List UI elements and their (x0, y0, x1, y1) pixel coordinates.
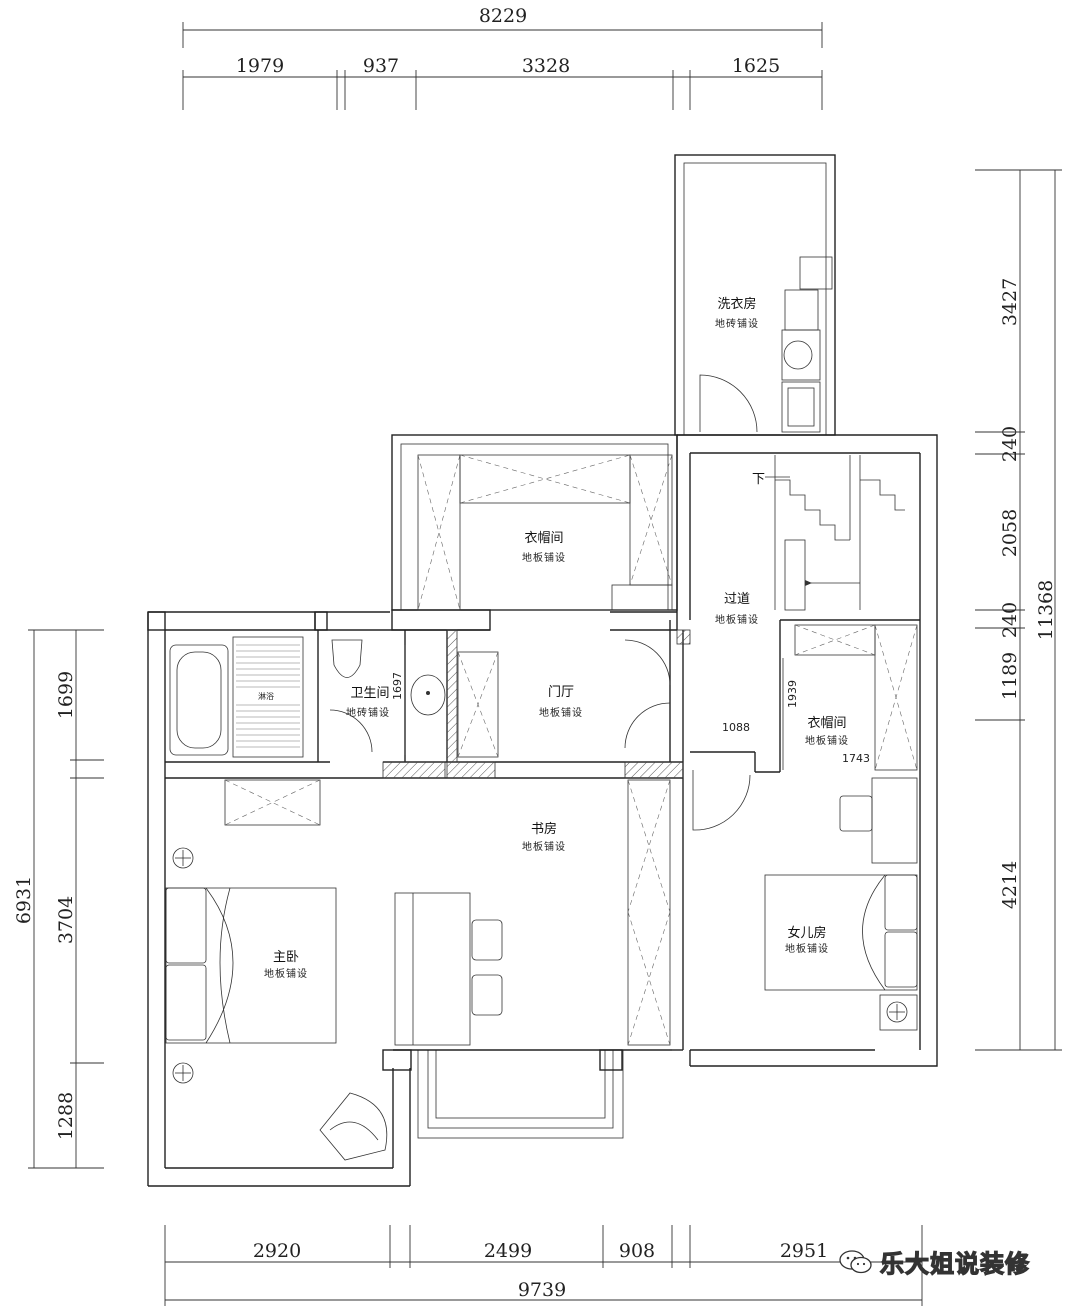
room-bathroom-floor: 地砖铺设 (346, 706, 390, 719)
room-study-floor: 地板铺设 (522, 840, 566, 853)
room-daughter-floor: 地板铺设 (785, 942, 829, 955)
room-corridor-floor: 地板铺设 (715, 613, 759, 626)
room-foyer-name: 门厅 (548, 685, 574, 700)
room-bathroom: 卫生间 地砖铺设 (346, 686, 390, 719)
dim-inner-1743: 1743 (842, 752, 870, 765)
dim-bottom-2: 2499 (484, 1240, 532, 1262)
dim-right-2: 240 (999, 426, 1021, 462)
dim-top-4: 1625 (732, 55, 780, 77)
laundry-fixtures (699, 256, 833, 433)
room-foyer-floor: 地板铺设 (539, 706, 583, 719)
bottom-dimensions: 2920 2499 908 2951 9739 (164, 1225, 923, 1306)
study-furniture (224, 779, 671, 1046)
dim-top-1: 1979 (236, 55, 284, 77)
dim-left-2: 3704 (55, 896, 77, 944)
cloakroom-top-wardrobes (417, 454, 673, 611)
dim-left-total: 6931 (13, 876, 35, 924)
dim-right-5: 1189 (999, 652, 1021, 700)
room-cloakroom-right-floor: 地板铺设 (805, 734, 849, 747)
room-laundry: 洗衣房 地砖铺设 (715, 296, 759, 330)
master-bed (165, 847, 388, 1161)
room-laundry-name: 洗衣房 (717, 296, 756, 312)
wechat-icon (839, 1249, 872, 1273)
brick-wall-foyer (446, 761, 496, 779)
dim-right-4: 240 (999, 602, 1021, 638)
room-cloakroom-right-name: 衣帽间 (807, 715, 846, 731)
room-cloakroom-right: 衣帽间 地板铺设 (805, 715, 849, 747)
dim-bottom-3: 908 (619, 1240, 655, 1262)
room-corridor: 过道 地板铺设 (715, 592, 759, 626)
brick-wall-vertical (446, 629, 458, 763)
brick-wall-study (624, 761, 684, 779)
dim-inner-1697: 1697 (391, 672, 404, 700)
dim-inner-1088: 1088 (722, 721, 750, 734)
room-foyer: 门厅 地板铺设 (539, 685, 583, 719)
bathroom-fixtures: 淋浴 (169, 636, 446, 758)
dim-left-3: 1288 (55, 1092, 77, 1140)
room-cloakroom-top-name: 衣帽间 (524, 530, 563, 546)
right-dimensions: 3427 240 2058 240 1189 4214 11368 (975, 169, 1062, 1051)
left-dimensions: 1699 3704 1288 6931 (13, 629, 104, 1169)
room-master-name: 主卧 (273, 950, 299, 965)
room-cloakroom-top: 衣帽间 地板铺设 (522, 530, 566, 564)
dim-bottom-1: 2920 (253, 1240, 301, 1262)
staircase: 下 (752, 455, 905, 611)
dim-top-total: 8229 (479, 5, 527, 27)
watermark-text: 乐大姐说装修 (879, 1249, 1030, 1278)
room-master: 主卧 地板铺设 (264, 950, 308, 980)
dim-right-6: 4214 (999, 861, 1021, 909)
walls (147, 154, 938, 1187)
dim-right-1: 3427 (999, 278, 1021, 326)
watermark: 乐大姐说装修 (838, 1244, 1030, 1279)
brick-wall-corner (676, 629, 691, 645)
room-bathroom-name: 卫生间 (350, 686, 389, 701)
dim-left-1: 1699 (55, 671, 77, 719)
dim-right-3: 2058 (999, 509, 1021, 557)
foyer-wardrobe (457, 639, 671, 758)
stair-down-label: 下 (752, 472, 765, 487)
dim-top-2: 937 (363, 55, 399, 77)
room-daughter: 女儿房 地板铺设 (785, 925, 829, 955)
top-dimensions: 8229 1979 937 3328 1625 (182, 5, 823, 110)
dim-top-3: 3328 (522, 55, 570, 77)
room-laundry-floor: 地砖铺设 (715, 317, 759, 330)
room-daughter-name: 女儿房 (787, 925, 826, 941)
dim-right-total: 11368 (1035, 580, 1057, 640)
cloakroom-right-wardrobes (692, 624, 918, 831)
dim-bottom-4: 2951 (780, 1240, 828, 1262)
dim-bottom-total: 9739 (518, 1279, 566, 1301)
shower-label: 淋浴 (258, 691, 274, 701)
brick-wall-bath (382, 761, 446, 779)
room-corridor-name: 过道 (724, 592, 750, 607)
room-cloakroom-top-floor: 地板铺设 (522, 551, 566, 564)
daughter-bed (764, 777, 918, 1031)
room-study-name: 书房 (531, 821, 557, 837)
room-study: 书房 地板铺设 (522, 821, 566, 853)
room-master-floor: 地板铺设 (264, 967, 308, 980)
dim-inner-1939: 1939 (786, 680, 799, 708)
